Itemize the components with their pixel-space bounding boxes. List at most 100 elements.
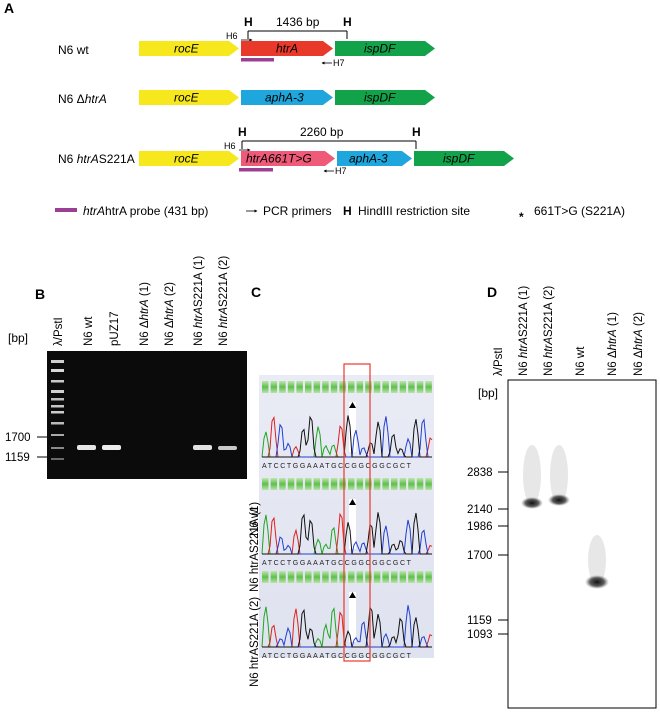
- quality-bar: [373, 571, 381, 583]
- panel-c: C ATCCTGGAAATGCCGGCGGCGCTATCCTGGAAATGCCG…: [249, 284, 434, 687]
- gel-lane-label-4: N6 ΔhtrA (2): [164, 282, 176, 346]
- quality-bar: [391, 478, 398, 490]
- blot-bands: [521, 445, 609, 589]
- quality-bar: [322, 478, 329, 490]
- trace-C: [262, 605, 432, 648]
- blot-lane-label-5: N6 ΔhtrA (2): [633, 312, 645, 376]
- southern-blot: [507, 379, 657, 709]
- quality-bar: [270, 478, 278, 490]
- gene-apha3-label: aphA-3: [349, 152, 388, 166]
- gene-apha3: [241, 90, 333, 105]
- legend-a: htrAhtrA probe (431 bp) PCR primers H Hi…: [55, 204, 625, 224]
- trace-G: [262, 512, 432, 555]
- gene-ispdf-label: ispDF: [364, 42, 396, 56]
- quality-bar: [399, 478, 407, 490]
- quality-bar: [270, 381, 278, 393]
- hindiii-site-1: H: [244, 15, 253, 29]
- gene-ispdf-label: ispDF: [364, 91, 396, 105]
- quality-bar: [416, 571, 424, 583]
- trace-C: [262, 416, 432, 458]
- quality-bar: [279, 478, 286, 490]
- quality-bar: [262, 478, 269, 490]
- quality-bar: [270, 571, 278, 583]
- chromatogram-area: [259, 375, 434, 658]
- marker-1700: 1700: [467, 550, 493, 562]
- quality-bar: [322, 571, 329, 583]
- quality-bar: [382, 571, 389, 583]
- primer-h7-label: H7: [333, 58, 345, 68]
- gel-lane-label-0: λ/PstI: [53, 317, 65, 346]
- legend-primers: PCR primers: [263, 204, 332, 218]
- panel-b-letter: B: [35, 286, 45, 302]
- quality-bar: [365, 381, 372, 393]
- quality-bar: [399, 571, 407, 583]
- base-call-marker: [349, 499, 356, 505]
- gel-image: [47, 351, 247, 479]
- trace-G: [262, 415, 432, 458]
- gel-lane-label-6: N6 htrAS221A (2): [218, 256, 230, 346]
- sequence-text: ATCCTGGAAATGCCGGCGGCGCT: [262, 463, 413, 470]
- quality-bar: [348, 571, 355, 583]
- quality-bar: [296, 381, 303, 393]
- quality-bar: [416, 381, 424, 393]
- band-n6-wt: [585, 575, 609, 589]
- panel-d-unit: [bp]: [478, 386, 498, 400]
- gel-lane-label-5: N6 htrAS221A (1): [193, 256, 205, 346]
- probe-bar: [239, 168, 273, 172]
- quality-bar: [391, 571, 398, 583]
- gene-ispdf: [335, 41, 435, 56]
- trace-G: [262, 605, 432, 648]
- gene-roce: [139, 41, 239, 56]
- gene-htra-mutant: [241, 151, 335, 166]
- hindiii-site-4: H: [412, 125, 421, 139]
- base-call-marker: [349, 402, 356, 408]
- marker-1093: 1093: [467, 629, 493, 641]
- gene-htra: [241, 41, 333, 56]
- called-base-highlight: [349, 499, 356, 549]
- gene-roce-label: rocE: [174, 152, 200, 166]
- quality-bar: [365, 478, 372, 490]
- gel-lane-label-2: pUZ17: [109, 311, 121, 346]
- band-s221a-1: [193, 445, 212, 450]
- quality-bar: [356, 571, 364, 583]
- legend-hind-text: HindIII restriction site: [358, 204, 470, 218]
- gel-lane-label-1: N6 wt: [83, 316, 95, 346]
- panel-a: A N6 wt N6 ΔhtrA N6 htrAS221A H H 1436 b…: [4, 0, 625, 224]
- gel-bands: [77, 445, 237, 450]
- quality-bar: [313, 478, 321, 490]
- gene-roce: [139, 151, 239, 166]
- called-base-highlight: [349, 402, 356, 452]
- chromatogram-tracks: ATCCTGGAAATGCCGGCGGCGCTATCCTGGAAATGCCGGC…: [261, 381, 433, 660]
- quality-bar: [425, 571, 432, 583]
- quality-bar: [382, 478, 389, 490]
- quality-bar: [408, 381, 415, 393]
- gene-htra-label: htrA: [276, 42, 298, 56]
- band-s221a-1: [521, 497, 543, 509]
- gene-roce-label: rocE: [174, 91, 200, 105]
- primer-h6-label: H6: [224, 141, 236, 151]
- quality-bar: [296, 571, 303, 583]
- marker-2838: 2838: [467, 467, 493, 479]
- blot-lane-label-1: N6 htrAS221A (1): [518, 286, 530, 376]
- gene-ispdf-label: ispDF: [443, 152, 475, 166]
- marker-1159: 1159: [5, 452, 30, 464]
- quality-bar: [322, 381, 329, 393]
- quality-bar: [416, 478, 424, 490]
- panel-d-letter: D: [487, 284, 497, 300]
- quality-bar: [348, 478, 355, 490]
- blot-lane-label-0: λ/PstI: [493, 347, 505, 376]
- gene-roce: [139, 90, 239, 105]
- marker-1159: 1159: [467, 615, 492, 627]
- gene-ispdf: [414, 151, 514, 166]
- legend-probe-swatch: [55, 208, 77, 212]
- legend-mutation: 661T>G (S221A): [534, 204, 625, 218]
- hindiii-site-2: H: [343, 15, 352, 29]
- sample-s221a-2: N6 htrAS221A (2): [249, 597, 261, 687]
- hindiii-site-3: H: [238, 125, 247, 139]
- mutation-highlight-box: [343, 363, 371, 662]
- quality-bar: [262, 571, 269, 583]
